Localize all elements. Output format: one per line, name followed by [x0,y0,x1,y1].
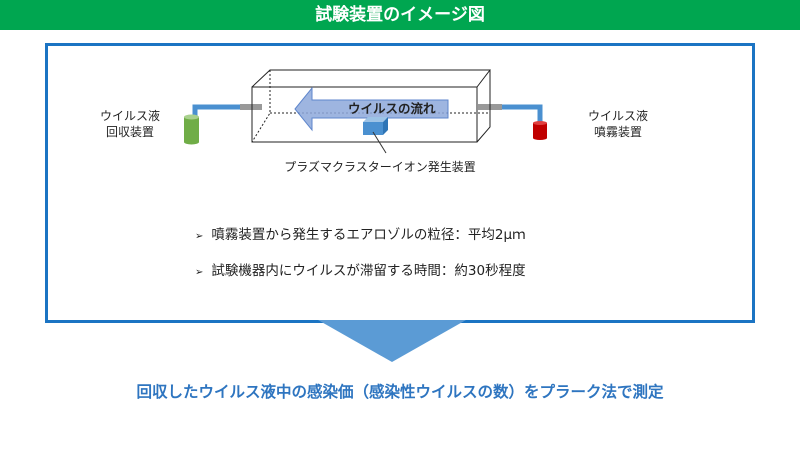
bullet-text: 試験機器内にウイルスが滞留する時間：約30秒程度 [211,263,526,279]
flow-label: ウイルスの流れ [348,101,436,116]
bullet-arrow-icon: ➢ [195,267,204,278]
sprayer-label: ウイルス液 噴霧装置 [588,108,648,140]
leader-line [372,131,387,154]
page-title: 試験装置のイメージ図 [0,0,800,30]
result-text: 回収したウイルス液中の感染価（感染性ウイルスの数）をプラーク法で測定 [136,383,664,401]
right-pipe [478,104,543,124]
bullet-item: ➢ 噴霧装置から発生するエアロゾルの粒径：平均2μｍ [195,223,526,243]
bullet-item: ➢ 試験機器内にウイルスが滞留する時間：約30秒程度 [195,259,526,279]
flow-arrow-icon [294,86,449,132]
sprayer-cylinder-icon [533,121,547,140]
sprayer-label-line2: 噴霧装置 [594,125,643,139]
down-arrow-icon [318,320,466,362]
bullet-text: 噴霧装置から発生するエアロゾルの粒径：平均2μｍ [211,227,526,243]
collector-label: ウイルス液 回収装置 [100,108,160,140]
left-pipe [192,104,262,116]
collector-label-line2: 回収装置 [106,125,155,139]
sprayer-label-line1: ウイルス液 [588,109,649,123]
collector-cylinder-icon [184,114,199,145]
ion-generator-icon [363,117,388,135]
bullet-arrow-icon: ➢ [195,231,204,242]
ion-generator-label: プラズマクラスターイオン発生装置 [284,160,476,174]
collector-label-line1: ウイルス液 [100,109,161,123]
